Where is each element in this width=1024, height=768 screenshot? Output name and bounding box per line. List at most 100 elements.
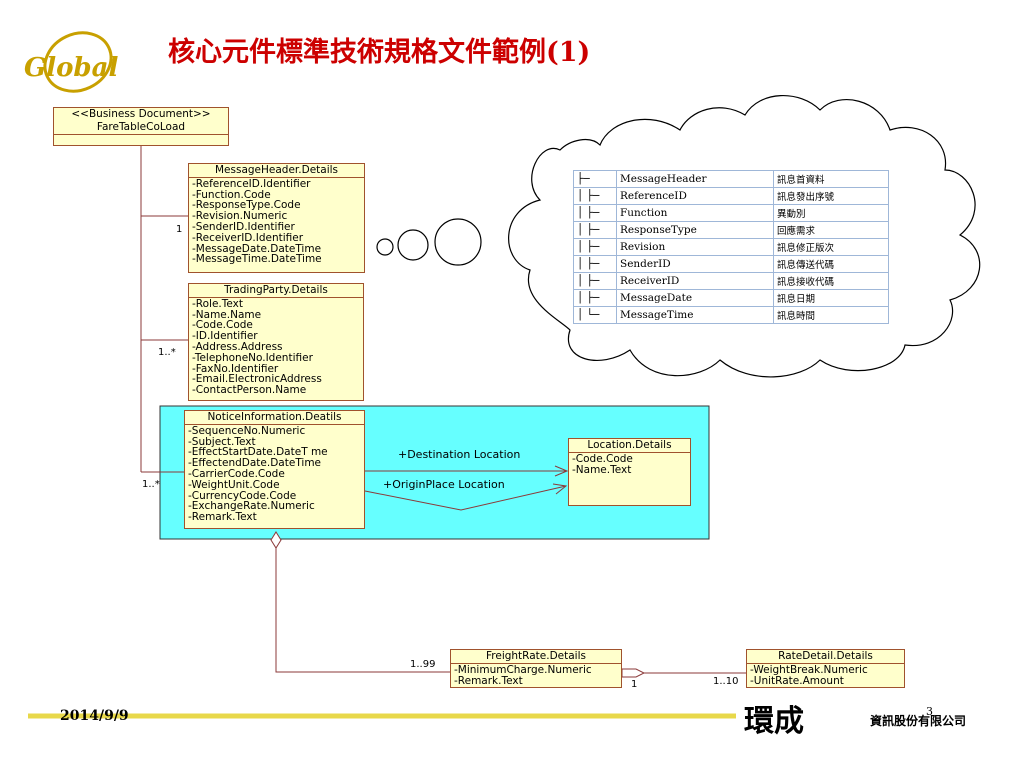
multiplicity-rate-detail: 1..10 <box>713 676 739 687</box>
message-header-title: MessageHeader.Details <box>189 164 364 178</box>
business-document-name: FareTableCoLoad <box>54 121 228 135</box>
attribute: -Remark.Text <box>188 511 257 524</box>
field-cell: Revision <box>616 238 774 256</box>
field-cell: MessageHeader <box>616 170 774 188</box>
thought-bubble-large <box>434 218 482 266</box>
attribute: -EffectendDate.DateTime <box>188 457 322 470</box>
field-cell: ReceiverID <box>616 272 774 290</box>
attribute: -Address.Address <box>192 340 283 353</box>
attribute: -ReceiverID.Identifier <box>192 231 304 244</box>
field-cell: ResponseType <box>616 221 774 239</box>
attribute: -ExchangeRate.Numeric <box>188 500 315 513</box>
field-cell: SenderID <box>616 255 774 273</box>
multiplicity-message-header: 1 <box>176 224 183 235</box>
thought-bubble-small <box>376 238 394 256</box>
company-name-suffix: 資訊股份有限公司 <box>870 714 967 728</box>
class-message-header: MessageHeader.Details -ReferenceID.Ident… <box>188 163 365 273</box>
thought-bubble-medium <box>397 229 429 261</box>
class-rate-detail: RateDetail.Details -WeightBreak.Numeric … <box>746 649 905 688</box>
field-cell: ReferenceID <box>616 187 774 205</box>
multiplicity-notice-information: 1..* <box>142 479 160 490</box>
notice-information-title: NoticeInformation.Deatils <box>185 411 364 425</box>
description-cell: 訊息日期 <box>773 289 889 307</box>
tree-cell: │ ├─ <box>573 221 617 239</box>
slide-title: 核心元件標準技術規格文件範例(1) <box>168 37 591 68</box>
attribute: -SequenceNo.Numeric <box>188 424 306 437</box>
attribute: -Function.Code <box>192 188 271 201</box>
attribute: -Revision.Numeric <box>192 210 288 223</box>
location-title: Location.Details <box>569 439 690 453</box>
attribute: -Name.Name <box>192 308 262 321</box>
attribute: -Role.Text <box>192 297 243 310</box>
tree-cell: │ ├─ <box>573 238 617 256</box>
description-cell: 異動別 <box>773 204 889 222</box>
attribute: -UnitRate.Amount <box>750 674 844 687</box>
class-notice-information: NoticeInformation.Deatils -SequenceNo.Nu… <box>184 410 365 529</box>
attribute: -TelephoneNo.Identifier <box>192 351 313 364</box>
attribute: -ReferenceID.Identifier <box>192 177 311 190</box>
logo-text: Global <box>24 53 118 83</box>
trading-party-attributes: -Role.Text -Name.Name -Code.Code -ID.Ide… <box>189 298 363 397</box>
location-attributes: -Code.Code -Name.Text <box>569 453 690 477</box>
multiplicity-freight-rate-right: 1 <box>631 679 638 690</box>
attribute: -MinimumCharge.Numeric <box>454 663 592 676</box>
attribute: -SenderID.Identifier <box>192 220 295 233</box>
tree-cell: │ ├─ <box>573 272 617 290</box>
multiplicity-freight-rate: 1..99 <box>410 659 436 670</box>
attribute: -EffectStartDate.DateT me <box>188 446 328 459</box>
attribute: -WeightBreak.Numeric <box>750 663 868 676</box>
multiplicity-trading-party: 1..* <box>158 347 176 358</box>
tree-cell: │ ├─ <box>573 204 617 222</box>
attribute: -Code.Code <box>192 319 253 332</box>
origin-arrowhead <box>552 483 568 495</box>
page-number: 3 <box>926 705 933 718</box>
description-cell: 回應需求 <box>773 221 889 239</box>
aggregation-diamond-freight <box>621 668 646 678</box>
tree-cell: │ ├─ <box>573 187 617 205</box>
origin-association <box>364 485 567 511</box>
attribute: -CarrierCode.Code <box>188 467 285 480</box>
freight-rate-attributes: -MinimumCharge.Numeric -Remark.Text <box>451 664 621 688</box>
description-cell: 訊息傳送代碼 <box>773 255 889 273</box>
rate-detail-title: RateDetail.Details <box>747 650 904 664</box>
destination-location-label: +Destination Location <box>398 448 521 461</box>
rate-detail-attributes: -WeightBreak.Numeric -UnitRate.Amount <box>747 664 904 688</box>
description-cell: 訊息接收代碼 <box>773 272 889 290</box>
description-cell: 訊息首資料 <box>773 170 889 188</box>
freight-rate-title: FreightRate.Details <box>451 650 621 664</box>
attribute: -FaxNo.Identifier <box>192 362 279 375</box>
attribute: -CurrencyCode.Code <box>188 489 297 502</box>
company-name-logo: 環成 <box>744 704 804 739</box>
class-freight-rate: FreightRate.Details -MinimumCharge.Numer… <box>450 649 622 688</box>
origin-location-label: +OriginPlace Location <box>383 478 505 491</box>
attribute: -ResponseType.Code <box>192 199 301 212</box>
attribute: -Email.ElectronicAddress <box>192 373 322 386</box>
notice-information-attributes: -SequenceNo.Numeric -Subject.Text -Effec… <box>185 425 364 524</box>
tree-cell: │ └─ <box>573 306 617 324</box>
description-cell: 訊息發出序號 <box>773 187 889 205</box>
field-cell: Function <box>616 204 774 222</box>
trading-party-title: TradingParty.Details <box>189 284 363 298</box>
attribute: -ContactPerson.Name <box>192 384 307 397</box>
field-cell: MessageDate <box>616 289 774 307</box>
description-cell: 訊息時間 <box>773 306 889 324</box>
attribute: -ID.Identifier <box>192 330 258 343</box>
class-trading-party: TradingParty.Details -Role.Text -Name.Na… <box>188 283 364 401</box>
attribute: -Remark.Text <box>454 674 523 687</box>
attribute: -Code.Code <box>572 452 633 465</box>
attribute: -Subject.Text <box>188 435 256 448</box>
attribute: -MessageTime.DateTime <box>192 253 322 266</box>
business-document-stereotype: <<Business Document>> <box>71 108 211 120</box>
destination-arrowhead <box>554 465 569 477</box>
message-header-attributes: -ReferenceID.Identifier -Function.Code -… <box>189 178 364 266</box>
attribute: -WeightUnit.Code <box>188 478 280 491</box>
class-business-document: <<Business Document>> FareTableCoLoad <box>53 107 229 146</box>
link-freight-rate <box>275 548 450 673</box>
description-cell: 訊息修正版次 <box>773 238 889 256</box>
